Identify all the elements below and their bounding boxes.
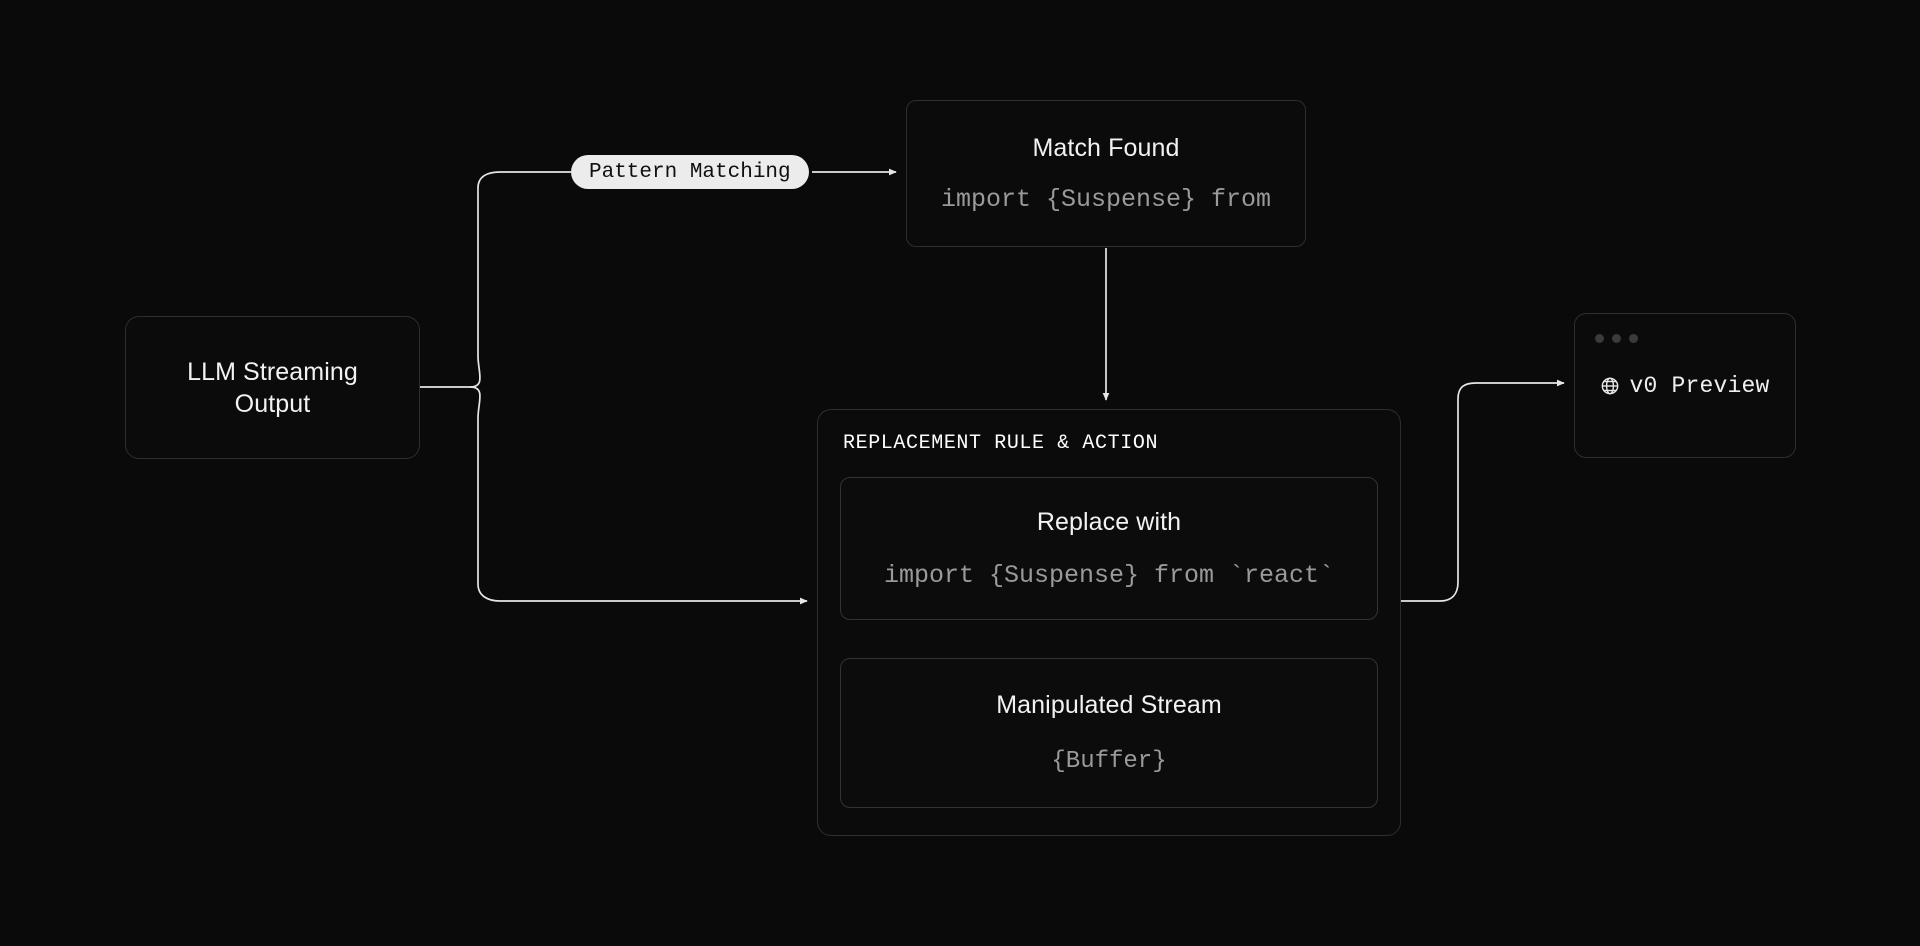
edge-source-to-pattern — [469, 171, 571, 388]
window-traffic-lights — [1595, 334, 1638, 343]
card-code-snippet: import {Suspense} from `react` — [883, 560, 1335, 590]
preview-row: v0 Preview — [1575, 373, 1795, 399]
card-title: Replace with — [1036, 507, 1182, 536]
card-code-snippet: {Buffer} — [1051, 748, 1167, 775]
edge-source-to-replacement — [469, 386, 808, 605]
card-title: Manipulated Stream — [996, 691, 1222, 719]
section-label: REPLACEMENT RULE & ACTION — [843, 432, 1159, 455]
edge-label-pattern-matching[interactable]: Pattern Matching — [571, 155, 809, 189]
card-replace-with[interactable]: Replace with import {Suspense} from `rea… — [840, 477, 1378, 620]
node-code-snippet: import {Suspense} from — [940, 184, 1272, 214]
node-replacement-rule-and-action[interactable]: REPLACEMENT RULE & ACTION Replace with i… — [817, 409, 1401, 836]
window-dot-close-icon — [1595, 334, 1604, 343]
edge-replacement-to-preview — [1401, 379, 1565, 602]
node-title: LLM Streaming Output — [187, 357, 358, 418]
globe-icon — [1602, 377, 1619, 394]
window-dot-minimize-icon — [1612, 334, 1621, 343]
node-match-found[interactable]: Match Found import {Suspense} from — [906, 100, 1306, 247]
node-llm-streaming-output[interactable]: LLM Streaming Output — [125, 316, 420, 459]
preview-label: v0 Preview — [1629, 372, 1770, 399]
node-title: Match Found — [1032, 133, 1180, 162]
window-dot-maximize-icon — [1629, 334, 1638, 343]
node-v0-preview[interactable]: v0 Preview — [1574, 313, 1796, 458]
card-manipulated-stream[interactable]: Manipulated Stream {Buffer} — [840, 658, 1378, 808]
